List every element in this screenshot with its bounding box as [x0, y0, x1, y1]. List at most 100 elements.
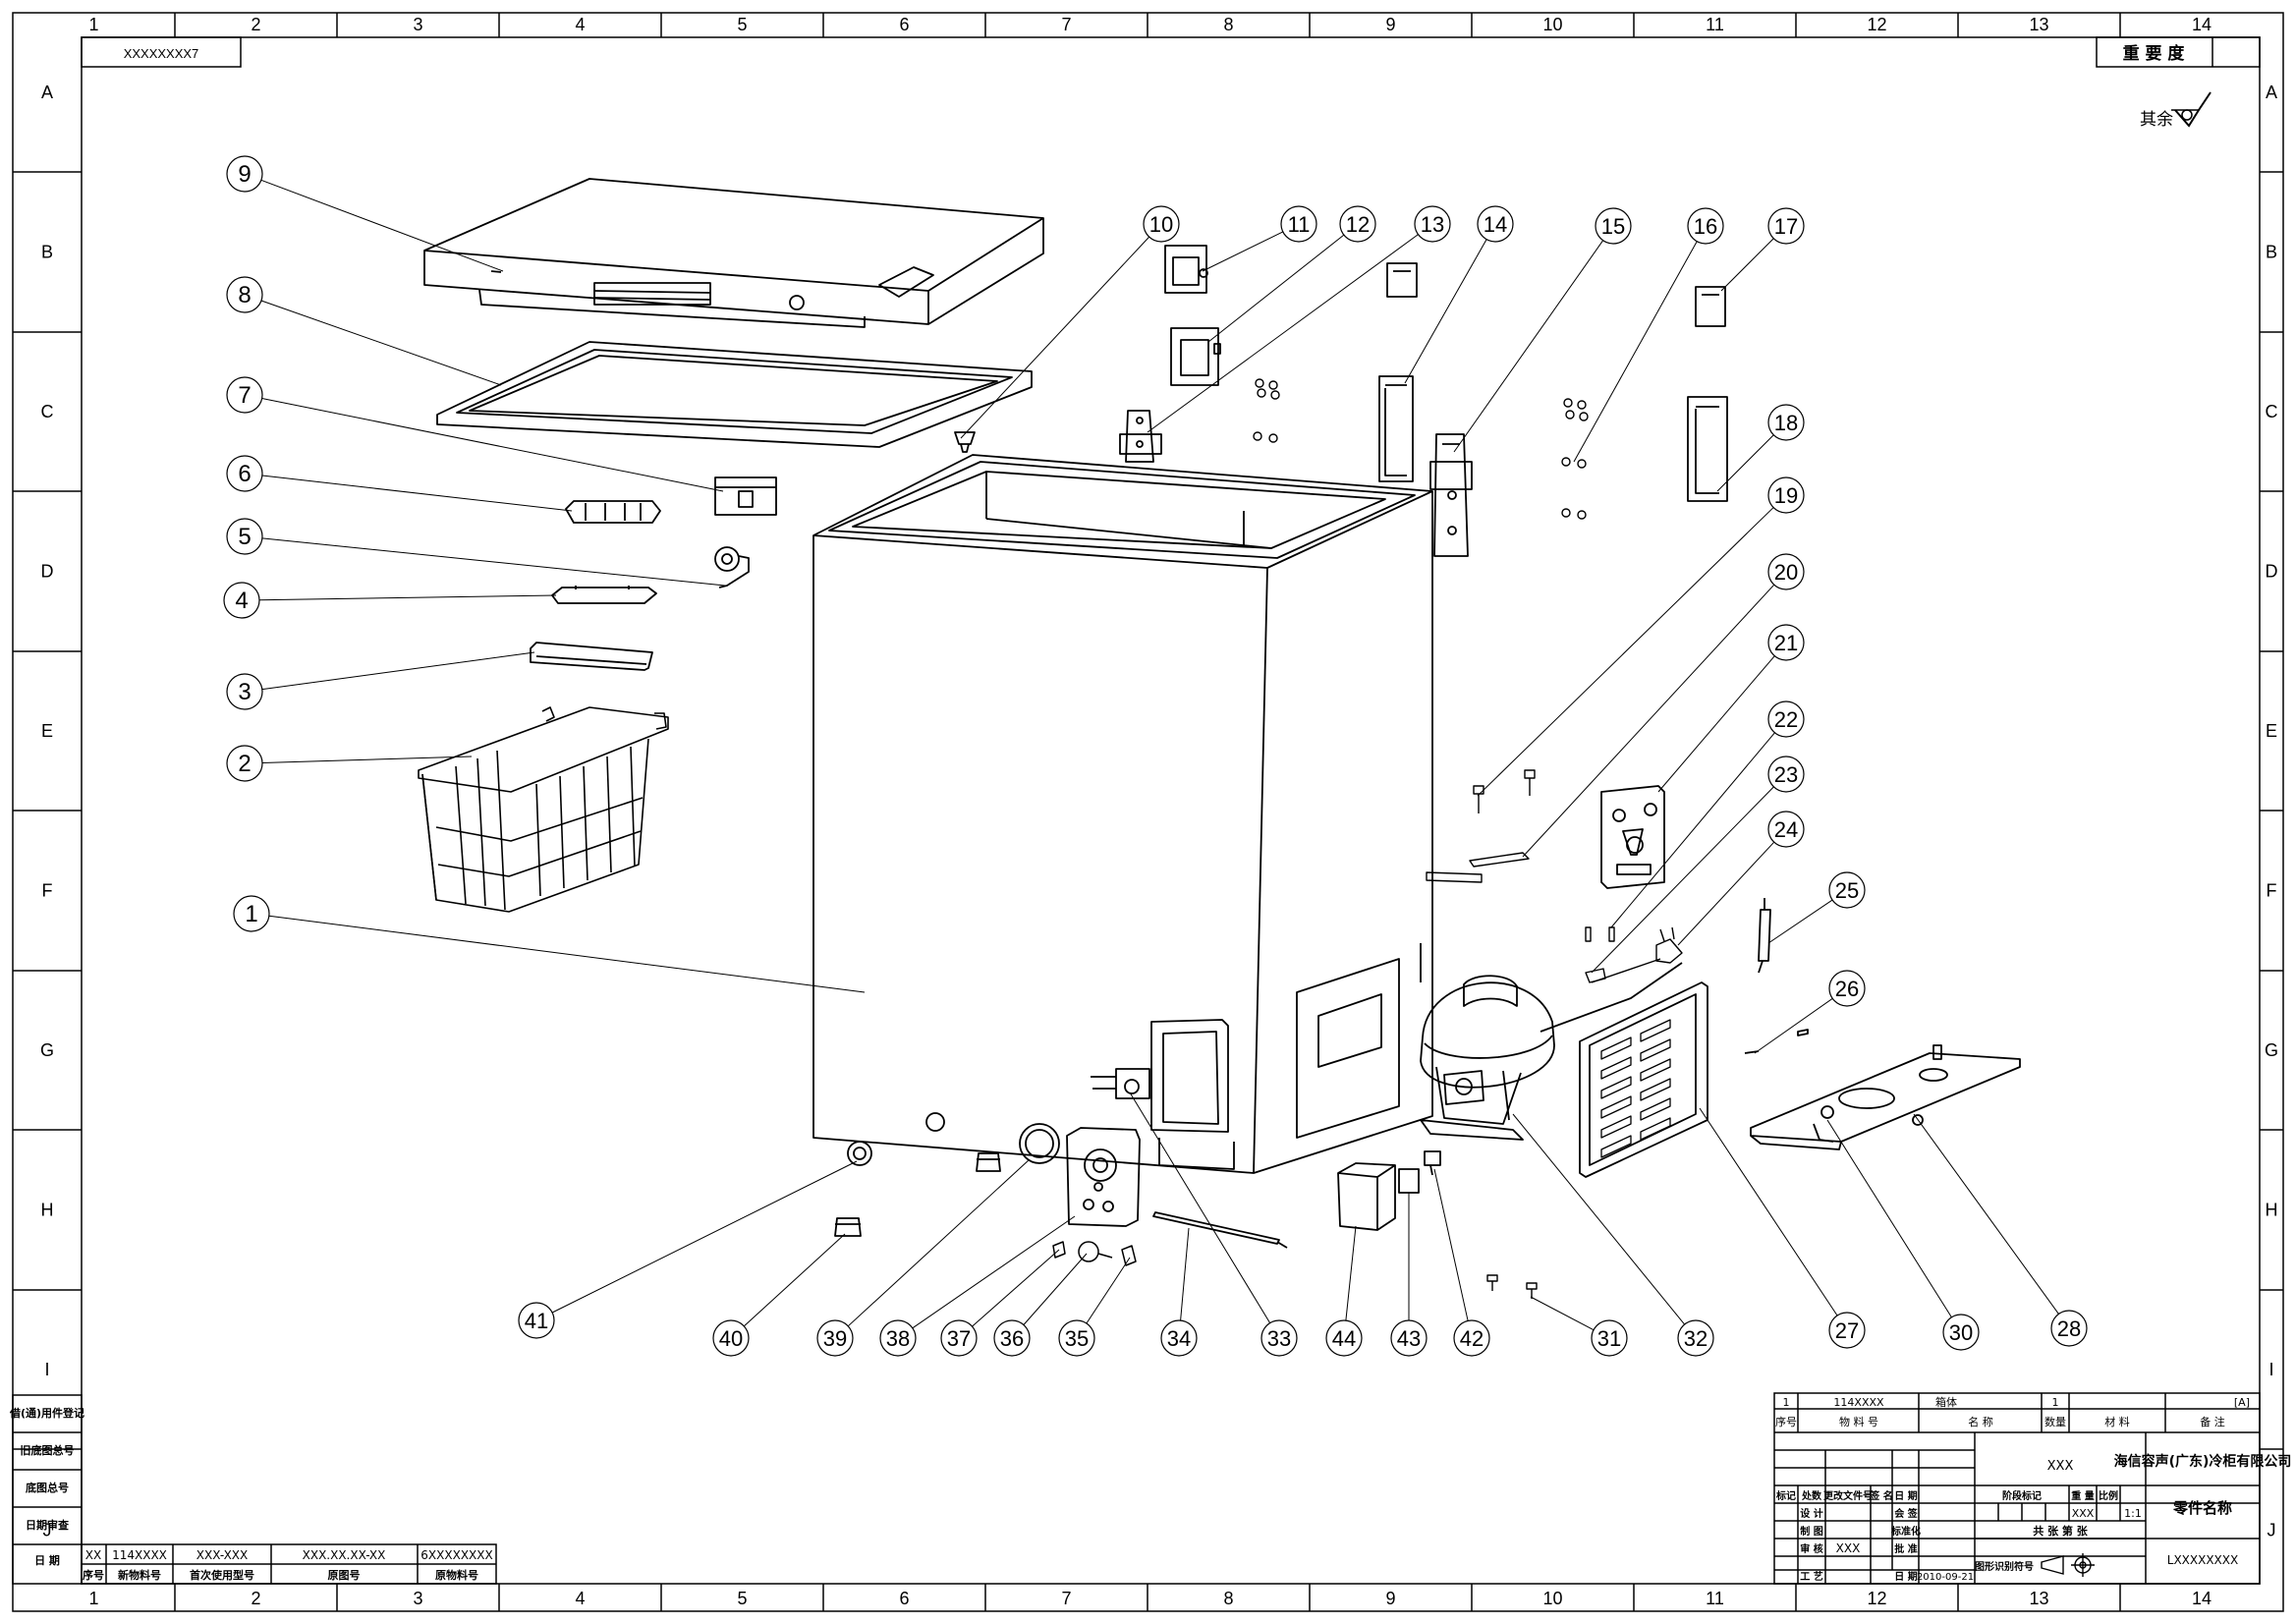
part-cap: [1695, 286, 1726, 327]
change-header: 更改文件号: [1823, 1489, 1873, 1502]
column-header: 物 料 号: [1839, 1415, 1878, 1428]
callout-number: 4: [235, 588, 248, 614]
grid-row-label-right: G: [2265, 1040, 2278, 1060]
callout-31: 31: [1591, 1319, 1628, 1357]
callout-number: 13: [1421, 212, 1444, 237]
callout-15: 15: [1595, 207, 1632, 245]
grid-col-label-bottom: 10: [1542, 1589, 1562, 1608]
part-compressor: [1420, 962, 1683, 1141]
corner-code-box: XXXXXXXX7: [81, 36, 242, 68]
stage-mark-label: 阶段标记: [2002, 1489, 2042, 1502]
part-relay: [1337, 1150, 1441, 1231]
callout-circle: [1767, 624, 1805, 661]
callout-circle: [1591, 1319, 1628, 1357]
revision-value: XXX-XXX: [196, 1548, 248, 1562]
leader-line: [847, 1158, 1031, 1327]
callout-11: 11: [1280, 205, 1317, 243]
leader-lines: [258, 179, 2059, 1331]
part-pin: [1744, 1029, 1809, 1054]
callout-circle: [1767, 476, 1805, 514]
leader-line: [1129, 1092, 1271, 1323]
grid-col-label-bottom: 1: [88, 1589, 98, 1608]
grid-row-label-left: I: [44, 1360, 49, 1379]
leader-line: [960, 236, 1150, 439]
column-header: 名 称: [1968, 1415, 1993, 1428]
sheets-label: 共 张 第 张: [2033, 1524, 2088, 1538]
part-plug: [954, 431, 976, 453]
grid-row-label-right: E: [2266, 721, 2277, 741]
callout-number: 25: [1835, 878, 1859, 903]
callout-circle: [1767, 811, 1805, 848]
callout-number: 35: [1065, 1326, 1089, 1351]
leader-line: [1433, 1168, 1469, 1321]
left-record-label: 旧底图总号: [21, 1443, 75, 1457]
callout-circle: [1390, 1319, 1428, 1357]
approval-label: 会 签: [1894, 1507, 1918, 1520]
grid-row-label-left: F: [42, 881, 53, 901]
callout-number: 23: [1774, 762, 1798, 787]
callout-number: 26: [1835, 977, 1859, 1001]
callout-number: 10: [1149, 212, 1173, 237]
change-header: 签 名: [1869, 1489, 1892, 1502]
title-block: [1773, 1392, 2261, 1585]
callout-circle: [993, 1319, 1031, 1357]
leader-line: [743, 1233, 846, 1327]
part-knobs-small: [1052, 1241, 1137, 1266]
part-base-plate: [1750, 1044, 2021, 1150]
approval-label: 标准化: [1890, 1525, 1921, 1538]
leader-line: [1913, 1113, 2059, 1315]
callout-number: 42: [1460, 1326, 1484, 1351]
callout-number: 1: [245, 901, 257, 927]
callout-circle: [1143, 205, 1180, 243]
leader-line: [1677, 841, 1775, 946]
callout-37: 37: [940, 1319, 978, 1357]
callout-32: 32: [1677, 1319, 1714, 1357]
revision-header: 新物料号: [118, 1568, 161, 1582]
part-hinge-plate: [1170, 327, 1221, 386]
part-hinge-right: [1429, 433, 1473, 557]
change-header: 标记: [1775, 1489, 1796, 1502]
leader-line: [260, 179, 504, 272]
grid-row-label-right: A: [2266, 83, 2277, 102]
part-feet: [834, 1152, 1001, 1237]
part-valve: [1091, 1068, 1150, 1099]
leader-line: [1345, 1225, 1357, 1321]
callout-circle: [1828, 970, 1866, 1007]
callout-42: 42: [1453, 1319, 1490, 1357]
callout-24: 24: [1767, 811, 1805, 848]
part-name-label: 零件名称: [2172, 1499, 2232, 1517]
importance-label: 重 要 度: [2123, 43, 2186, 64]
callout-circle: [1160, 1319, 1198, 1357]
importance-box: 重 要 度: [2096, 36, 2261, 68]
callout-number: 12: [1346, 212, 1370, 237]
callout-number: 9: [238, 161, 251, 188]
callout-38: 38: [879, 1319, 917, 1357]
callout-number: 32: [1684, 1326, 1708, 1351]
grid-col-label-top: 2: [251, 15, 260, 34]
weight-value: XXX: [2072, 1507, 2095, 1520]
grid-row-label-right: B: [2266, 243, 2277, 262]
callout-5: 5: [226, 518, 263, 555]
callout-circle: [1677, 1319, 1714, 1357]
grid-col-label-bottom: 5: [737, 1589, 747, 1608]
callout-7: 7: [226, 376, 263, 414]
callout-6: 6: [226, 455, 263, 492]
grid-row-label-left: A: [41, 83, 53, 102]
callout-circle: [226, 673, 263, 710]
callout-circle: [1414, 205, 1451, 243]
callout-16: 16: [1687, 207, 1724, 245]
role-label: 制 图: [1800, 1525, 1822, 1538]
part-screws: [1253, 378, 1589, 520]
leader-line: [1767, 899, 1833, 944]
grid-col-label-top: 5: [737, 15, 747, 34]
callout-number: 41: [525, 1309, 548, 1333]
part-rod: [1152, 1211, 1288, 1249]
callout-number: 38: [886, 1326, 910, 1351]
condenser-fins: [1600, 1019, 1671, 1158]
item-quantity: 1: [2052, 1396, 2059, 1409]
leader-line: [261, 398, 724, 492]
leader-line: [1404, 239, 1487, 384]
callout-circle: [1767, 207, 1805, 245]
